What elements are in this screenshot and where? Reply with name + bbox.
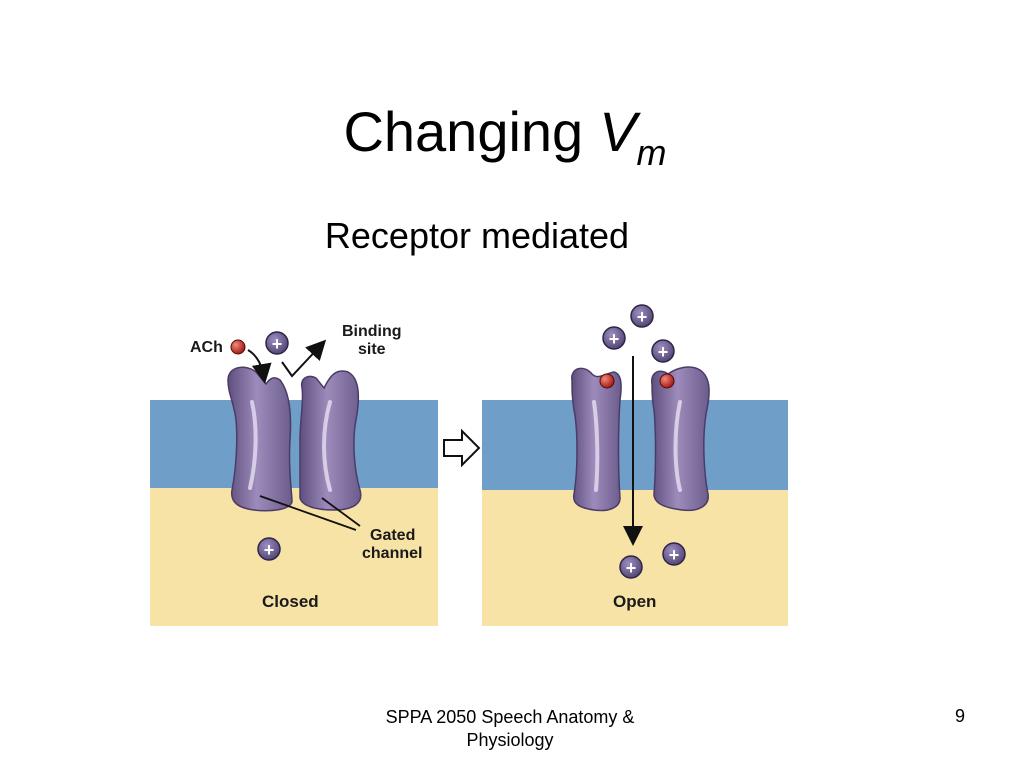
channel-highlight-open-right	[673, 400, 682, 492]
ion-open-top-1	[630, 304, 654, 328]
channel-highlight-right	[322, 400, 332, 492]
page-number: 9	[954, 706, 965, 726]
ion-open-top-3-sign: +	[658, 342, 669, 362]
ach-bound-left	[599, 373, 615, 389]
ion-open-bottom-1	[619, 555, 643, 579]
title-subscript: m	[636, 132, 667, 173]
ion-open-bottom-2-sign: +	[669, 545, 680, 565]
ion-open-bottom-2	[662, 542, 686, 566]
channel-highlight-left	[248, 400, 258, 490]
gated-pointer-2	[321, 497, 361, 527]
slide-footer: SPPA 2050 Speech Anatomy & Physiology	[385, 707, 635, 750]
gated-channel-label-2: channel	[362, 545, 422, 562]
extracellular-space	[150, 310, 438, 400]
transition-arrow	[443, 428, 481, 468]
channel-subunit-open-right	[651, 366, 710, 512]
channel-subunit-right	[299, 370, 362, 511]
cell-membrane	[150, 400, 438, 488]
ion-open-bottom-1-sign: +	[626, 558, 637, 578]
binding-site-label-1: Binding	[342, 323, 402, 340]
slide-subtitle: Receptor mediated	[324, 215, 630, 256]
ion-open-top-2-sign: +	[609, 329, 620, 349]
ach-label: ACh	[190, 339, 223, 356]
ach-bound-right	[659, 373, 675, 389]
channel-highlight-open-left	[592, 400, 600, 492]
binding-site-arrow	[281, 339, 327, 378]
cell-membrane-open	[482, 400, 788, 490]
closed-label: Closed	[262, 592, 319, 611]
binding-site-label-2: site	[358, 341, 386, 358]
ach-molecule	[230, 339, 246, 355]
ion-closed-bottom	[257, 537, 281, 561]
ach-arrow	[247, 349, 272, 384]
ion-open-top-1-sign: +	[637, 307, 648, 327]
ion-open-top-2	[602, 326, 626, 350]
title-text: Changing	[343, 100, 584, 163]
cytoplasm	[150, 488, 438, 626]
open-label: Open	[613, 592, 656, 611]
open-panel: + + + + + Open	[482, 300, 788, 626]
gated-pointer-1	[259, 495, 357, 531]
channel-subunit-left	[227, 366, 293, 512]
ion-open-top-3	[651, 339, 675, 363]
ion-closed-bottom-sign: +	[264, 540, 275, 560]
title-variable: V	[599, 100, 637, 163]
closed-panel: ACh + Binding site Gated channel + Close…	[150, 310, 438, 626]
ion-closed-top-sign: +	[272, 334, 283, 354]
gated-channel-label-1: Gated	[370, 527, 415, 544]
ion-closed-top	[265, 331, 289, 355]
